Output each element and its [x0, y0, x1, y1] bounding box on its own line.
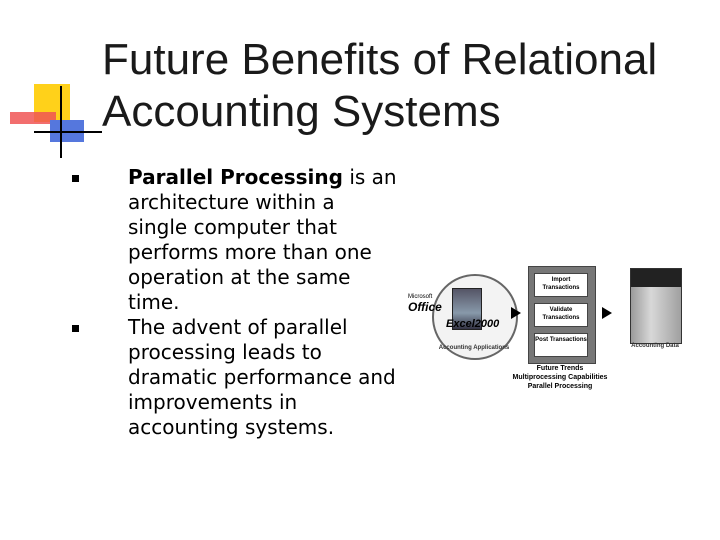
post-transactions-box: Post Transactions	[534, 333, 588, 357]
future-line-1: Future Trends	[536, 365, 584, 372]
server-icon	[630, 268, 682, 344]
accounting-data-caption: Accounting Data	[631, 343, 679, 349]
bullet-square-icon	[72, 325, 79, 332]
office-logo: Office	[408, 300, 442, 314]
arrow-right-icon	[511, 307, 521, 319]
arrow-right-icon	[602, 307, 612, 319]
bullet-square-icon	[72, 175, 79, 182]
bullet-text: The advent of parallel processing leads …	[128, 315, 396, 439]
slide-title: Future Benefits of Relational Accounting…	[102, 34, 702, 138]
future-trends-caption: Future Trends Multiprocessing Capabiliti…	[498, 364, 622, 391]
software-box-icon	[452, 288, 482, 330]
excel-logo: Excel2000	[446, 318, 500, 330]
bullet-text: is an architecture within a single compu…	[128, 165, 397, 314]
title-line-2: Accounting Systems	[102, 87, 501, 136]
future-line-3: Parallel Processing	[527, 383, 593, 390]
title-line-1: Future Benefits of Relational	[102, 35, 658, 84]
bullet-item: Parallel Processing is an architecture w…	[70, 165, 400, 315]
bullet-list: Parallel Processing is an architecture w…	[70, 165, 400, 440]
import-transactions-box: Import Transactions	[534, 273, 588, 297]
microsoft-label: Microsoft	[408, 294, 433, 300]
decor-vertical-line	[60, 86, 62, 158]
transaction-stack: Import Transactions Validate Transaction…	[528, 266, 596, 364]
decor-red-bar	[10, 112, 56, 124]
future-line-2: Multiprocessing Capabilities	[512, 374, 608, 381]
accounting-diagram: Microsoft Office Excel2000 Accounting Ap…	[404, 262, 704, 412]
bullet-item: The advent of parallel processing leads …	[70, 315, 400, 440]
validate-transactions-box: Validate Transactions	[534, 303, 588, 327]
accounting-applications-caption: Accounting Applications	[438, 345, 510, 351]
decor-horizontal-line	[34, 131, 102, 133]
server-panel	[631, 269, 681, 287]
bullet-term: Parallel Processing	[128, 165, 343, 189]
